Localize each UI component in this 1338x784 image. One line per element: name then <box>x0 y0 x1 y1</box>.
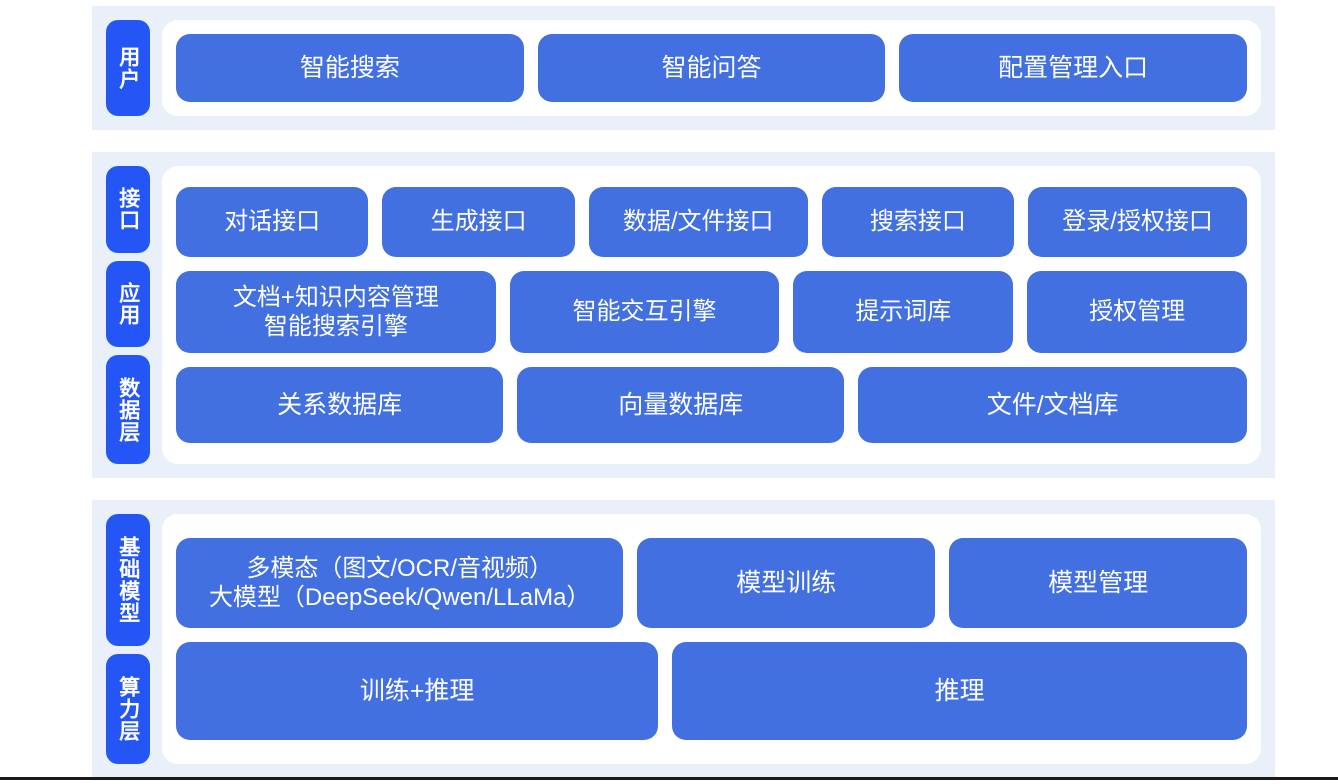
node-dialog-api[interactable]: 对话接口 <box>176 187 369 257</box>
node-row-data: 关系数据库 向量数据库 文件/文档库 <box>176 367 1247 443</box>
node-row-api: 对话接口 生成接口 数据/文件接口 搜索接口 登录/授权接口 <box>176 187 1247 257</box>
node-search-api[interactable]: 搜索接口 <box>821 187 1015 257</box>
node-authorization-management[interactable]: 授权管理 <box>1027 271 1248 353</box>
layer-tab-data[interactable]: 数据层 <box>106 355 150 465</box>
node-prompt-library[interactable]: 提示词库 <box>793 271 1014 353</box>
layer-panel-platform: 对话接口 生成接口 数据/文件接口 搜索接口 登录/授权接口 文档+知识内容管理… <box>162 166 1261 464</box>
layer-tab-application[interactable]: 应用 <box>106 260 150 348</box>
layer-group-user: 用户 智能搜索 智能问答 配置管理入口 <box>92 6 1275 130</box>
node-smart-interaction-engine[interactable]: 智能交互引擎 <box>509 271 780 353</box>
node-row-application: 文档+知识内容管理 智能搜索引擎 智能交互引擎 提示词库 授权管理 <box>176 271 1248 353</box>
layer-panel-infrastructure: 多模态（图文/OCR/音视频） 大模型（DeepSeek/Qwen/LLaMa）… <box>162 514 1261 764</box>
layer-tab-column-platform: 接口 应用 数据层 <box>92 152 150 478</box>
node-row-user-entries: 智能搜索 智能问答 配置管理入口 <box>176 34 1248 102</box>
node-row-compute: 训练+推理 推理 <box>176 642 1247 740</box>
node-data-file-api[interactable]: 数据/文件接口 <box>588 187 808 257</box>
layer-panel-user: 智能搜索 智能问答 配置管理入口 <box>162 20 1261 116</box>
layer-group-platform: 接口 应用 数据层 对话接口 生成接口 数据/文件接口 搜索接口 登录/授权接口… <box>92 152 1275 478</box>
layer-tab-column-infrastructure: 基础模型 算力层 <box>92 500 150 778</box>
layer-tab-interface[interactable]: 接口 <box>106 166 150 253</box>
node-login-auth-api[interactable]: 登录/授权接口 <box>1028 187 1247 257</box>
node-vector-database[interactable]: 向量数据库 <box>517 367 845 443</box>
layer-group-infrastructure: 基础模型 算力层 多模态（图文/OCR/音视频） 大模型（DeepSeek/Qw… <box>92 500 1275 778</box>
layer-tab-column-user: 用户 <box>92 6 150 130</box>
node-doc-knowledge-management[interactable]: 文档+知识内容管理 智能搜索引擎 <box>176 271 496 353</box>
bottom-divider <box>0 777 1338 780</box>
node-file-document-store[interactable]: 文件/文档库 <box>858 367 1247 443</box>
node-relational-database[interactable]: 关系数据库 <box>176 367 504 443</box>
layer-tab-user[interactable]: 用户 <box>106 20 150 116</box>
node-row-foundation-model: 多模态（图文/OCR/音视频） 大模型（DeepSeek/Qwen/LLaMa）… <box>176 538 1247 628</box>
node-smart-qa[interactable]: 智能问答 <box>537 34 886 102</box>
node-config-management-entry[interactable]: 配置管理入口 <box>899 34 1248 102</box>
layer-tab-compute[interactable]: 算力层 <box>106 654 150 764</box>
node-smart-search[interactable]: 智能搜索 <box>176 34 524 102</box>
layer-tab-foundation-model[interactable]: 基础模型 <box>106 514 150 646</box>
node-model-management[interactable]: 模型管理 <box>949 538 1247 628</box>
node-training-and-inference[interactable]: 训练+推理 <box>176 642 659 740</box>
node-inference[interactable]: 推理 <box>672 642 1247 740</box>
node-generation-api[interactable]: 生成接口 <box>382 187 575 257</box>
node-multimodal-large-model[interactable]: 多模态（图文/OCR/音视频） 大模型（DeepSeek/Qwen/LLaMa） <box>176 538 624 628</box>
node-model-training[interactable]: 模型训练 <box>637 538 936 628</box>
